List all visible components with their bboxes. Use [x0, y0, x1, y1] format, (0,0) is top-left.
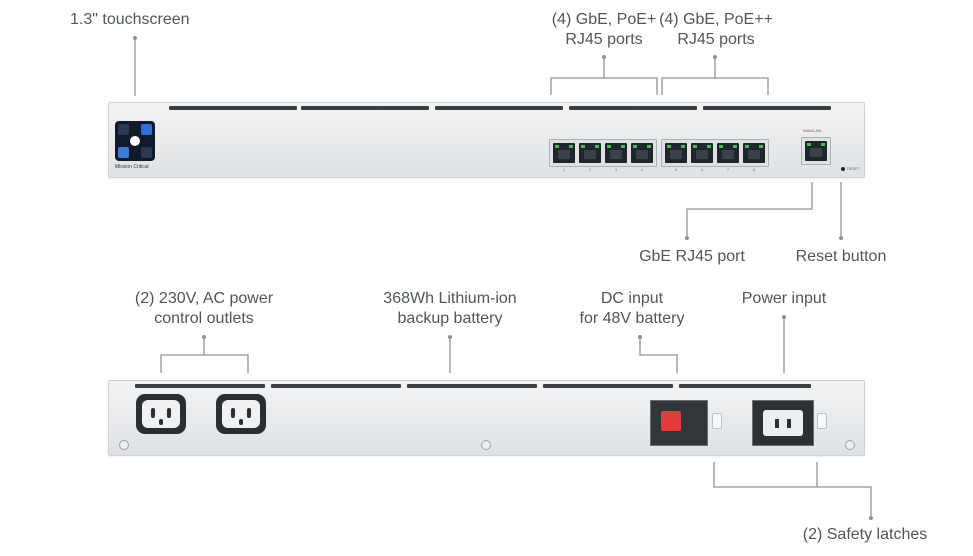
poe-plus-label-line1: (4) GbE, PoE+ [551, 11, 657, 28]
port-label: 2 [588, 167, 592, 172]
vent [435, 106, 563, 110]
vent [407, 384, 537, 388]
poe-plus-port-group [549, 139, 657, 167]
poe-plus-label-line2: RJ45 ports [565, 31, 643, 48]
vent [543, 384, 673, 388]
battery-label: 368Wh Lithium-ion backup battery [370, 289, 530, 329]
ac-outlet-1[interactable] [136, 394, 186, 434]
vent [569, 106, 697, 110]
dc-input-label-line2: for 48V battery [579, 310, 685, 327]
vent [301, 106, 429, 110]
power-input-connector[interactable] [752, 400, 814, 446]
dc-input-label-line1: DC input [600, 290, 664, 307]
screw-icon [845, 440, 855, 450]
poe-plusplus-label-line1: (4) GbE, PoE++ [659, 11, 773, 28]
rj45-port-8[interactable] [743, 143, 765, 163]
poe-plusplus-port-group [661, 139, 769, 167]
reset-text: RESET [847, 166, 861, 171]
rj45-port-4[interactable] [631, 143, 653, 163]
rj45-port-6[interactable] [691, 143, 713, 163]
screw-icon [481, 440, 491, 450]
gbe-port-group [801, 137, 831, 165]
reset-button[interactable] [841, 167, 845, 171]
wan-label: WAN/LAN [803, 128, 822, 133]
outlets-bracket [160, 354, 249, 373]
brand-label: Mission Critical [115, 164, 149, 170]
dc-input-leader [639, 337, 678, 373]
rj45-port-3[interactable] [605, 143, 627, 163]
dc-input-label: DC input for 48V battery [570, 289, 694, 329]
battery-label-line1: 368Wh Lithium-ion [383, 290, 517, 307]
safety-latches-label-text: (2) Safety latches [802, 526, 928, 543]
rj45-port-7[interactable] [717, 143, 739, 163]
safety-latches-label: (2) Safety latches [796, 525, 934, 545]
touchscreen-label: 1.3" touchscreen [70, 10, 190, 30]
port-label: 7 [726, 167, 730, 172]
vent [703, 106, 831, 110]
port-label: 4 [640, 167, 644, 172]
vent [169, 106, 297, 110]
front-panel: Mission Critical 1 2 3 4 5 6 7 8 WAN/LAN… [108, 102, 865, 178]
touchscreen-label-text: 1.3" touchscreen [70, 11, 190, 28]
gbe-port-leader [686, 182, 813, 238]
reset-button-label: Reset button [790, 247, 892, 267]
dc-input-connector[interactable] [650, 400, 708, 446]
port-label: 1 [562, 167, 566, 172]
vent [679, 384, 811, 388]
poe-plusplus-label-line2: RJ45 ports [677, 31, 755, 48]
port-label: 3 [614, 167, 618, 172]
vent [135, 384, 265, 388]
screw-icon [119, 440, 129, 450]
vent [271, 384, 401, 388]
ac-outlet-2[interactable] [216, 394, 266, 434]
rj45-port-5[interactable] [665, 143, 687, 163]
gbe-port-label: GbE RJ45 port [634, 247, 750, 267]
rj45-port-1[interactable] [553, 143, 575, 163]
safety-latch-2[interactable] [817, 413, 827, 429]
rj45-port-2[interactable] [579, 143, 601, 163]
safety-latches-bracket [713, 462, 872, 518]
reset-button-label-text: Reset button [795, 248, 887, 265]
gbe-rj45-port[interactable] [805, 141, 827, 161]
poe-plusplus-bracket [661, 77, 769, 95]
gbe-port-label-text: GbE RJ45 port [639, 248, 745, 265]
power-input-label-text: Power input [741, 290, 827, 307]
port-label: 8 [752, 167, 756, 172]
rear-panel [108, 380, 865, 456]
outlets-label-line2: control outlets [154, 310, 254, 327]
port-label: 6 [700, 167, 704, 172]
battery-label-line2: backup battery [397, 310, 503, 327]
safety-latch-1[interactable] [712, 413, 722, 429]
touchscreen[interactable] [115, 121, 155, 161]
power-input-label: Power input [734, 289, 834, 309]
outlets-label-line1: (2) 230V, AC power [134, 290, 274, 307]
poe-plus-bracket [550, 77, 658, 95]
port-label: 5 [674, 167, 678, 172]
poe-plusplus-label: (4) GbE, PoE++ RJ45 ports [656, 10, 776, 50]
poe-plus-label: (4) GbE, PoE+ RJ45 ports [545, 10, 663, 50]
outlets-label: (2) 230V, AC power control outlets [124, 289, 284, 329]
